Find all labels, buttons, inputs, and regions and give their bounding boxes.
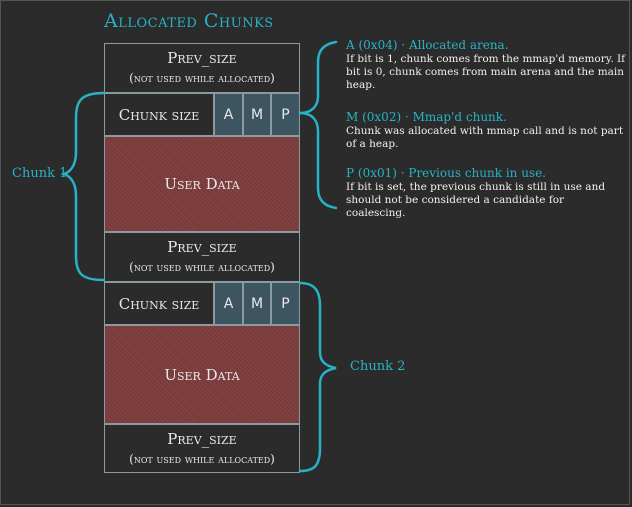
note-allocated-arena: A (0x04) · Allocated arena. If bit is 1,… — [346, 38, 626, 92]
flag-a-cell-2: A — [214, 282, 243, 325]
note-mmapd-chunk: M (0x02) · Mmap'd chunk. Chunk was alloc… — [346, 110, 626, 151]
flags-brace-lower — [298, 111, 338, 210]
chunk-size-cell-1: Chunk size — [104, 93, 214, 136]
prev-size-label: Prev_size — [167, 429, 237, 448]
not-used-label: (not used while allocated) — [129, 451, 275, 466]
note-body: Chunk was allocated with mmap call and i… — [346, 125, 624, 150]
note-heading: M (0x02) · Mmap'd chunk. — [346, 110, 507, 124]
chunk-size-label: Chunk size — [118, 105, 200, 124]
user-data-cell-1: User Data — [104, 136, 300, 232]
prev-size-label: Prev_size — [167, 49, 237, 67]
chunk1-brace — [60, 91, 106, 282]
user-data-label: User Data — [164, 175, 240, 193]
note-body: If bit is set, the previous chunk is sti… — [346, 181, 606, 219]
flag-m-cell-1: M — [243, 93, 271, 136]
diagram-title: Allocated Chunks — [104, 10, 274, 32]
note-body: If bit is 1, chunk comes from the mmap'd… — [346, 53, 626, 91]
chunk-size-label: Chunk size — [118, 294, 200, 313]
chunk-size-cell-2: Chunk size — [104, 282, 214, 325]
chunk2-label: Chunk 2 — [350, 359, 406, 374]
flag-m-label: M — [250, 295, 264, 312]
flag-m-cell-2: M — [243, 282, 271, 325]
user-data-cell-2: User Data — [104, 325, 300, 424]
chunk2-brace — [298, 281, 337, 473]
flag-p-cell-2: P — [271, 282, 300, 325]
not-used-label: (not used while allocated) — [129, 71, 275, 85]
note-previous-chunk-in-use: P (0x01) · Previous chunk in use. If bit… — [346, 166, 626, 220]
flags-brace — [298, 40, 338, 115]
flag-p-label: P — [281, 106, 290, 123]
chunk1-label: Chunk 1 — [12, 166, 68, 181]
flag-p-cell-1: P — [271, 93, 300, 136]
flag-a-label: A — [223, 295, 234, 312]
note-heading: A (0x04) · Allocated arena. — [346, 38, 509, 52]
prev-size-label: Prev_size — [167, 238, 237, 256]
flag-p-label: P — [281, 295, 290, 312]
note-heading: P (0x01) · Previous chunk in use. — [346, 166, 546, 180]
prev-size-cell-1: Prev_size (not used while allocated) — [104, 43, 300, 93]
prev-size-cell-2: Prev_size (not used while allocated) — [104, 232, 300, 282]
flag-a-label: A — [223, 106, 234, 123]
flag-m-label: M — [250, 106, 264, 123]
not-used-label: (not used while allocated) — [129, 260, 275, 274]
flag-a-cell-1: A — [214, 93, 243, 136]
user-data-label: User Data — [164, 365, 240, 384]
prev-size-cell-3: Prev_size (not used while allocated) — [104, 424, 300, 473]
